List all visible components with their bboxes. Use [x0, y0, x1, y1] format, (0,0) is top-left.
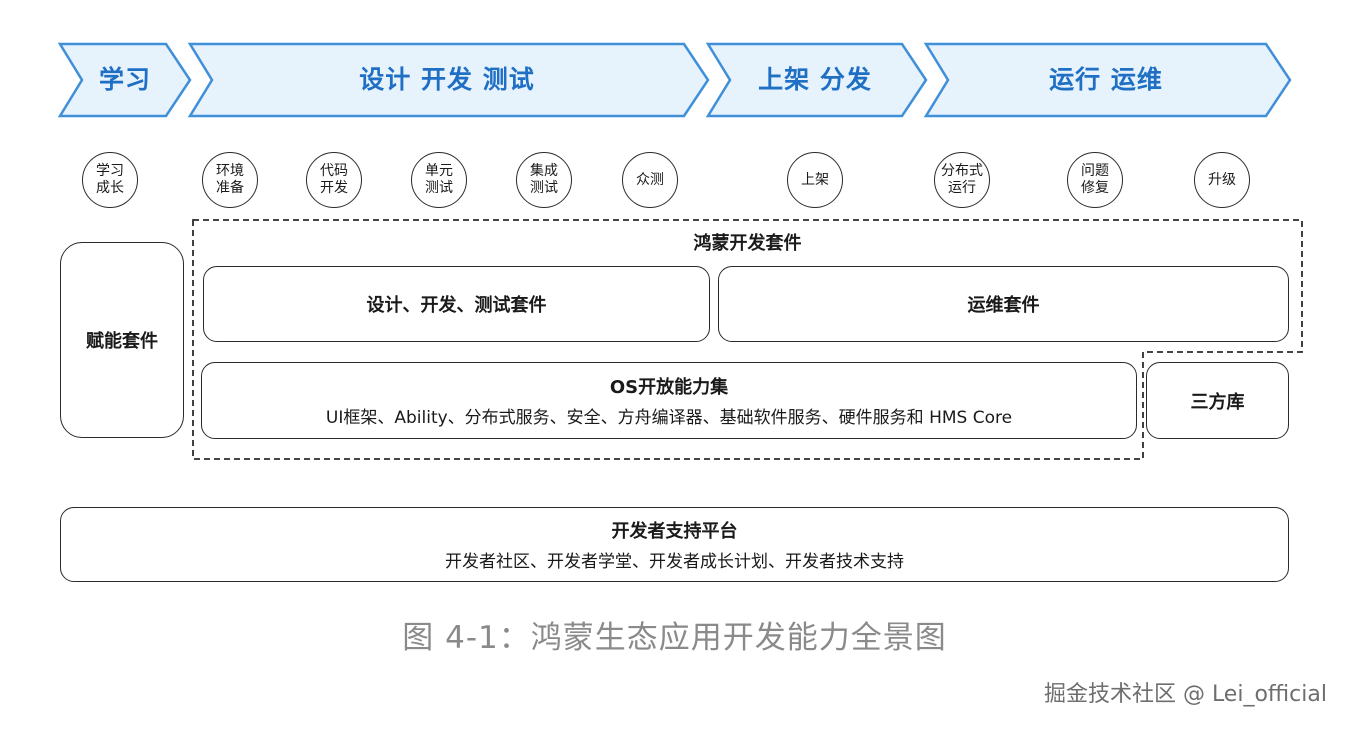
stage-label-publish: 上架 分发: [758, 65, 872, 94]
step-crowd-test: 众测: [622, 152, 678, 208]
stage-chevron-learn: [57, 42, 192, 118]
developer-platform-box: 开发者支持平台 开发者社区、开发者学堂、开发者成长计划、开发者技术支持: [60, 507, 1289, 582]
step-issue-fix: 问题 修复: [1067, 152, 1123, 208]
step-learn-grow: 学习 成长: [82, 152, 138, 208]
step-code-dev: 代码 开发: [306, 152, 362, 208]
stage-label-learn: 学习: [98, 65, 151, 94]
ops-kit-box: 运维套件: [718, 266, 1289, 342]
step-integration-test: 集成 测试: [516, 152, 572, 208]
os-capabilities-detail: UI框架、Ability、分布式服务、安全、方舟编译器、基础软件服务、硬件服务和…: [325, 408, 1013, 428]
step-unit-test: 单元 测试: [411, 152, 467, 208]
stage-label-operate: 运行 运维: [1049, 65, 1163, 94]
developer-platform-title: 开发者支持平台: [611, 521, 738, 542]
step-env-prep: 环境 准备: [202, 152, 258, 208]
step-upgrade: 升级: [1194, 152, 1250, 208]
empowerment-kit-label: 赋能套件: [86, 331, 158, 352]
stage-chevron-design: [187, 42, 710, 118]
empowerment-kit-box: 赋能套件: [60, 242, 184, 438]
third-party-lib-label: 三方库: [1190, 391, 1245, 413]
harmony-kit-title: 鸿蒙开发套件: [693, 233, 802, 254]
stage-label-design-dev-test: 设计 开发 测试: [359, 65, 535, 94]
design-dev-test-kit-box: 设计、开发、测试套件: [203, 266, 710, 342]
os-capabilities-box: OS开放能力集 UI框架、Ability、分布式服务、安全、方舟编译器、基础软件…: [201, 362, 1137, 439]
developer-platform-detail: 开发者社区、开发者学堂、开发者成长计划、开发者技术支持: [445, 552, 904, 572]
watermark: 掘金技术社区 @ Lei_official: [1043, 682, 1327, 707]
os-capabilities-title: OS开放能力集: [609, 377, 729, 398]
figure-caption: 图 4-1：鸿蒙生态应用开发能力全景图: [402, 620, 947, 656]
step-distributed-run: 分布式 运行: [934, 152, 990, 208]
stage-chevron-operate: [923, 42, 1292, 118]
stage-chevron-publish: [705, 42, 928, 118]
third-party-lib-box: 三方库: [1146, 362, 1289, 439]
design-dev-test-kit-label: 设计、开发、测试套件: [366, 295, 547, 316]
step-publish: 上架: [787, 152, 843, 208]
stage-banner: [57, 42, 1292, 118]
ops-kit-label: 运维套件: [967, 295, 1040, 316]
